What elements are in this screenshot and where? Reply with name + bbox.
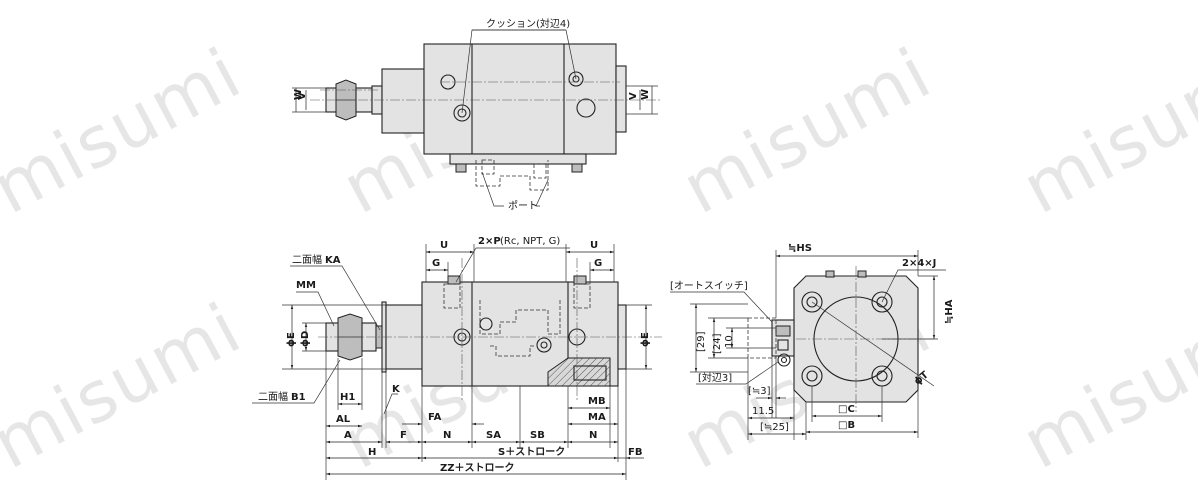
dim-FB: FB [628, 447, 642, 458]
dim-approx25: [≒25] [760, 422, 789, 433]
dim-phiD: ϕD [300, 331, 311, 347]
dim-24: [24] [712, 333, 723, 354]
watermark-text: misumi [1009, 32, 1198, 230]
watermark-text: misumi [0, 287, 255, 485]
dim-10: 10 [724, 335, 735, 348]
flats-B1-prefix: 二面幅 [258, 390, 288, 403]
front-view: U G U G 2×P (Rc, NPT, G) 二面幅 KA MM ϕE ϕD [252, 236, 662, 480]
dim-K: K [392, 384, 401, 395]
dim-SB: SB [530, 430, 545, 441]
dim-29: [29] [696, 331, 707, 352]
auto-switch-label: [オートスイッチ] [670, 280, 748, 292]
dim-phiE-left: ϕE [286, 332, 297, 347]
dim-11-5: 11.5 [752, 406, 774, 417]
dim-B: □B [838, 420, 855, 431]
dim-V-right: V [628, 92, 639, 100]
dim-MA: MA [588, 412, 606, 423]
dim-G-right: G [594, 258, 602, 269]
front-section-cut [547, 357, 611, 387]
dim-N-right: N [589, 430, 597, 441]
top-lower-flange [449, 153, 587, 165]
top-end-cap [615, 65, 627, 133]
watermark-text: misumi [669, 32, 944, 230]
cushion-label: クッション(対辺4) [486, 17, 570, 30]
dim-MM: MM [296, 280, 316, 291]
flats-3: [対辺3] [698, 371, 732, 384]
dim-ZZ-stroke: ZZ＋ストローク [440, 462, 515, 474]
dim-C: □C [838, 404, 855, 415]
dim-W-right: W [640, 89, 651, 100]
watermark-text: misumi [1009, 287, 1198, 485]
dim-FA: FA [428, 412, 442, 423]
watermark-text: misumi [0, 32, 255, 230]
port-spec-thread: (Rc, NPT, G) [500, 236, 560, 247]
dim-HS: ≒HS [788, 243, 812, 254]
dim-A: A [344, 430, 352, 441]
flats-KA: KA [325, 255, 341, 266]
dim-U-left: U [440, 240, 448, 251]
dim-U-right: U [590, 240, 598, 251]
port-spec-count: 2×P [478, 236, 501, 247]
port-label: ポート [508, 200, 538, 212]
dim-G-left: G [432, 258, 440, 269]
dim-H1: H1 [340, 392, 355, 403]
dim-W-left: W [293, 89, 304, 100]
side-view: ϕT ≒HS 2×4×J ≒HA [オートスイッチ] [29] [670, 243, 955, 440]
dim-F: F [400, 430, 407, 441]
dim-AL: AL [336, 414, 351, 425]
dim-N-left: N [443, 430, 451, 441]
top-view: クッション(対辺4) ポート W V V W [292, 17, 660, 212]
dim-H: H [368, 447, 376, 458]
dim-SA: SA [486, 430, 501, 441]
hole-spec: 2×4×J [902, 258, 936, 269]
dim-MB: MB [588, 396, 606, 407]
top-rod-cover [381, 68, 425, 134]
dim-approx3: [≒3] [748, 386, 771, 397]
dim-S-stroke: S＋ストローク [498, 446, 565, 458]
dim-phiE-right: ϕE [640, 332, 651, 347]
dim-HA: ≒HA [944, 299, 955, 324]
auto-switch [771, 319, 795, 357]
dim-V-left: V [297, 92, 308, 100]
flats-B1: B1 [291, 392, 306, 403]
flats-KA-prefix: 二面幅 [292, 253, 322, 266]
